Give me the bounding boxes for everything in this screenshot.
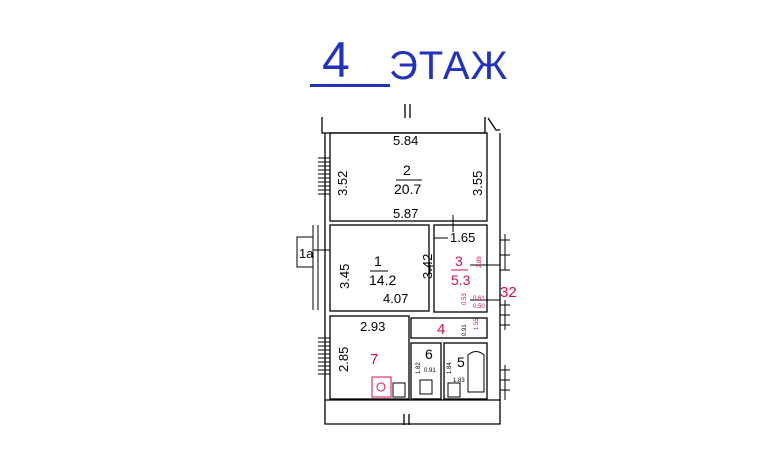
room4-dim-a: 0.61 (473, 296, 485, 302)
room7-dim-top: 2.93 (360, 319, 385, 334)
room5-dim-height: 1.84 (447, 362, 453, 374)
fixtures (371, 264, 500, 398)
room6-dim-height: 1.82 (416, 362, 422, 374)
floor-word: ЭТАЖ (389, 44, 509, 88)
room1-dim-bottom: 4.07 (383, 291, 408, 306)
door-swings (427, 215, 454, 274)
entry-1a (296, 236, 330, 268)
room3-dim-top: 1.65 (450, 230, 475, 245)
room4-dim-c: 1.55 (474, 318, 480, 330)
title-underline-left (310, 84, 390, 87)
room2-dim-left: 3.52 (335, 171, 350, 196)
room7-dim-left: 2.85 (336, 347, 351, 372)
room4-dim-e: 0.91 (462, 324, 468, 336)
room3-number: 3 (455, 253, 463, 269)
room1a-label: 1а (299, 246, 314, 261)
room1-number: 1 (374, 253, 382, 269)
room4-number: 4 (437, 321, 445, 338)
windows-left (312, 157, 330, 375)
room2-dim-top: 5.84 (393, 133, 418, 148)
room5-dim-width: 1.83 (453, 378, 465, 384)
room7-number: 7 (370, 351, 378, 368)
room2-area: 20.7 (394, 181, 421, 197)
floor-number: 4 (322, 32, 350, 88)
room3-dim-side: 2.89 (477, 256, 483, 268)
room4-dim-d: 0.53 (462, 293, 468, 305)
room32-label: 32 (500, 284, 517, 301)
room2-dim-bottom: 5.87 (393, 206, 418, 221)
room1-dim-right: 3.42 (420, 254, 435, 279)
room6-number: 6 (425, 346, 433, 362)
room6-dim-width: 0.91 (424, 368, 436, 374)
room5-number: 5 (457, 354, 465, 370)
room4-dim-b: 0.50 (473, 304, 485, 310)
room1-area: 14.2 (369, 272, 396, 288)
floor-title: 4 ЭТАЖ (0, 0, 761, 100)
room1-dim-left: 3.45 (337, 264, 352, 289)
room2-dim-right: 3.55 (470, 171, 485, 196)
windows-right (500, 234, 510, 400)
room3-area: 5.3 (451, 272, 471, 288)
room2-number: 2 (403, 162, 411, 178)
